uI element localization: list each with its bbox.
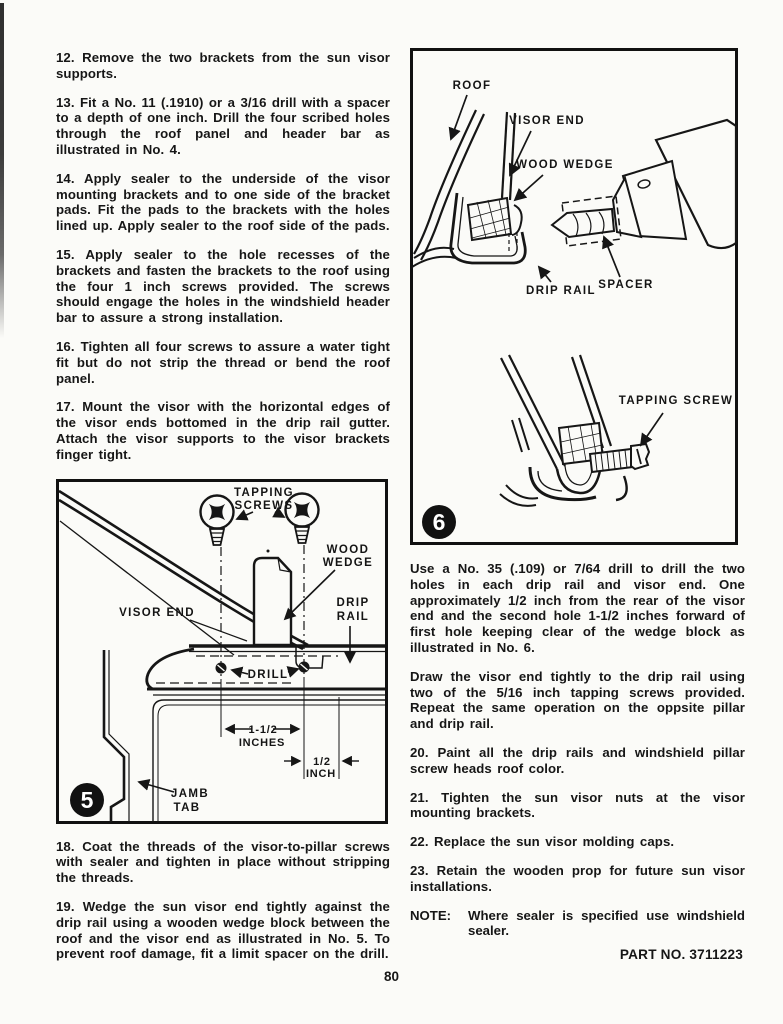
fig6-label-wood-wedge: WOOD WEDGE xyxy=(516,159,614,171)
instruction-15: 15. Apply sealer to the hole recesses of… xyxy=(56,246,390,326)
fig5-number-badge: 5 xyxy=(70,782,104,817)
fig5-label-tab: TAB xyxy=(174,802,201,814)
fig5-dim-1-1-2: 1-1/2 xyxy=(248,724,277,736)
figure-6: ROOF VISOR END WOOD WEDGE DRIP RAIL SPAC… xyxy=(410,48,745,545)
instruction-17: 17. Mount the visor with the horizontal … xyxy=(56,399,390,462)
part-number: PART NO. 3711223 xyxy=(619,947,743,963)
fig5-label-drip: DRIP xyxy=(336,597,369,609)
note-label: NOTE: xyxy=(410,907,452,923)
instruction-18: 18. Coat the threads of the visor-to-pil… xyxy=(56,838,390,886)
paragraph-draw-visor: Draw the visor end tightly to the drip r… xyxy=(410,668,745,732)
fig5-dimensions: 1-1/2 INCHES 1/2 INCH xyxy=(220,676,359,780)
instruction-16: 16. Tighten all four screws to assure a … xyxy=(56,338,390,386)
instruction-14: 14. Apply sealer to the underside of the… xyxy=(56,170,390,234)
fig5-label-wedge: WEDGE xyxy=(323,557,373,569)
fig6-upper-callouts: ROOF VISOR END WOOD WEDGE DRIP RAIL SPAC… xyxy=(448,80,653,297)
fig5-drill-holes xyxy=(215,661,310,674)
fig6-upper-drawing xyxy=(411,109,738,268)
instruction-21: 21. Tighten the sun visor nuts at the vi… xyxy=(410,789,745,821)
fig6-lower-drawing xyxy=(499,354,651,507)
fig6-lower-callouts: TAPPING SCREW xyxy=(619,395,733,447)
fig6-label-spacer: SPACER xyxy=(598,279,653,291)
figure-5-illustration: TAPPING SCREWS WOOD WEDGE DRIP RAIL VISO… xyxy=(56,478,388,824)
fig5-callouts: TAPPING SCREWS WOOD WEDGE DRIP RAIL VISO… xyxy=(119,487,373,814)
fig6-number: 6 xyxy=(433,509,446,535)
fig5-label-drill: DRILL xyxy=(248,669,289,681)
figure-5: TAPPING SCREWS WOOD WEDGE DRIP RAIL VISO… xyxy=(56,478,390,824)
scan-edge-artifact xyxy=(0,3,4,338)
fig5-label-tapping: TAPPING xyxy=(234,487,294,499)
fig5-label-rail: RAIL xyxy=(337,611,369,623)
fig5-label-jamb: JAMB xyxy=(171,788,209,800)
fig5-tapping-screws xyxy=(199,491,320,546)
fig5-dim-inches: INCHES xyxy=(239,737,285,749)
right-column: ROOF VISOR END WOOD WEDGE DRIP RAIL SPAC… xyxy=(410,46,745,962)
figure-5-border xyxy=(56,478,388,824)
figure-6-illustration: ROOF VISOR END WOOD WEDGE DRIP RAIL SPAC… xyxy=(410,48,738,545)
fig5-label-visor-end: VISOR END xyxy=(119,607,195,619)
instruction-22: 22. Replace the sun visor molding caps. xyxy=(410,834,675,850)
fig5-label-wood: WOOD xyxy=(327,544,370,556)
fig5-dim-1-2: 1/2 xyxy=(313,756,331,768)
fig5-dim-inch: INCH xyxy=(306,768,336,780)
note-text: Where sealer is specified use windshield… xyxy=(468,907,745,939)
instruction-12: 12. Remove the two brackets from the sun… xyxy=(56,50,390,81)
instruction-23: 23. Retain the wooden prop for future su… xyxy=(410,862,745,894)
note: NOTE: Where sealer is specified use wind… xyxy=(410,908,745,940)
fig6-label-visor-end: VISOR END xyxy=(509,115,585,127)
instruction-20: 20. Paint all the drip rails and windshi… xyxy=(410,744,745,776)
page-number: 80 xyxy=(383,969,400,984)
instruction-19: 19. Wedge the sun visor end tightly agai… xyxy=(56,898,390,962)
fig6-label-drip-rail: DRIP RAIL xyxy=(526,285,596,297)
figure-6-border xyxy=(410,48,738,545)
fig6-label-roof: ROOF xyxy=(453,80,492,92)
fig6-number-badge: 6 xyxy=(422,505,456,539)
fig5-label-screws: SCREWS xyxy=(235,500,294,512)
fig5-wood-wedge xyxy=(252,549,293,646)
fig5-number: 5 xyxy=(81,787,94,813)
left-column: 12. Remove the two brackets from the sun… xyxy=(56,50,390,962)
fig6-label-tapping-screw: TAPPING SCREW xyxy=(619,395,733,407)
paragraph-drill-holes: Use a No. 35 (.109) or 7/64 drill to dri… xyxy=(410,561,745,655)
instruction-13: 13. Fit a No. 11 (.1910) or a 3/16 drill… xyxy=(56,94,390,157)
fig5-centerlines xyxy=(220,544,305,677)
